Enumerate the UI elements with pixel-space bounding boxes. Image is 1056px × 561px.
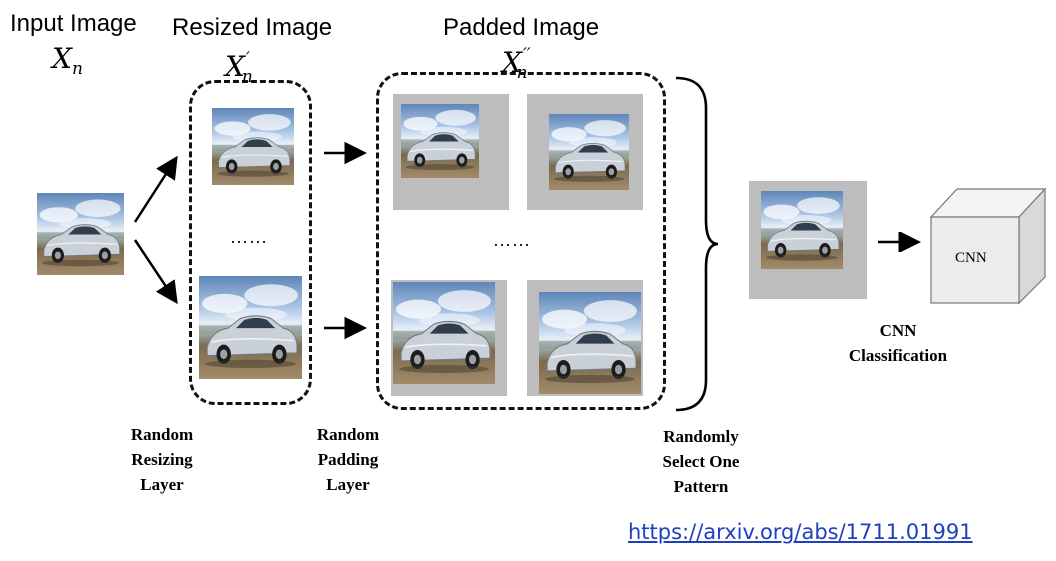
car-photo [539, 292, 641, 394]
symbol-prime: ′ [245, 49, 250, 69]
symbol-base: X [52, 42, 72, 75]
caption-cnn-classification: CNN Classification [848, 321, 948, 365]
resized-image-header: Resized Image [172, 14, 333, 41]
caption-random-padding: Random Padding Layer [316, 425, 380, 494]
padding-arrows [324, 141, 367, 340]
ellipsis: …… [230, 227, 268, 247]
padded-image-header: Padded Image [443, 14, 600, 41]
car-photo [37, 193, 124, 275]
symbol-subscript: n [241, 67, 253, 87]
symbol-base: X [225, 50, 245, 83]
cnn-label: CNN [955, 250, 987, 266]
resized-image-symbol: X′n [225, 44, 253, 92]
padded-car [393, 282, 495, 384]
input-image-symbol: Xn [52, 44, 83, 84]
car-photo [393, 282, 495, 384]
padded-image-3 [391, 280, 507, 396]
car-photo [199, 276, 302, 379]
caption-random-resizing: Random Resizing Layer [130, 425, 194, 494]
resized-car-small [212, 108, 294, 185]
car-photo [212, 108, 294, 185]
cnn-cube-icon [929, 187, 1047, 305]
padded-images-group [376, 72, 666, 410]
car-photo [761, 191, 843, 269]
symbol-base: X [502, 46, 522, 79]
padded-image-1 [393, 94, 509, 210]
selected-padded-image [749, 181, 867, 299]
resized-car-large [199, 276, 302, 379]
car-photo [401, 104, 479, 178]
ellipsis: …… [493, 230, 531, 250]
padded-car [401, 104, 479, 178]
input-car-image [37, 193, 124, 275]
caption-randomly-select: Randomly Select One Pattern [662, 427, 740, 496]
padded-image-2 [527, 94, 643, 210]
symbol-double-prime: ′′ [522, 45, 531, 65]
padded-car [549, 114, 629, 190]
padded-car [539, 292, 641, 394]
resized-images-group [189, 80, 312, 405]
selected-car [761, 191, 843, 269]
arrow-icon [133, 155, 178, 223]
padded-image-4 [527, 280, 643, 396]
arrow-icon [133, 239, 178, 305]
arxiv-link[interactable]: https://arxiv.org/abs/1711.01991 [628, 520, 973, 544]
branch-arrows [133, 155, 178, 305]
car-photo [549, 114, 629, 190]
input-image-header: Input Image [10, 10, 137, 37]
brace-icon [675, 76, 719, 412]
to-cnn-arrow [878, 232, 921, 252]
symbol-subscript: n [71, 59, 83, 79]
